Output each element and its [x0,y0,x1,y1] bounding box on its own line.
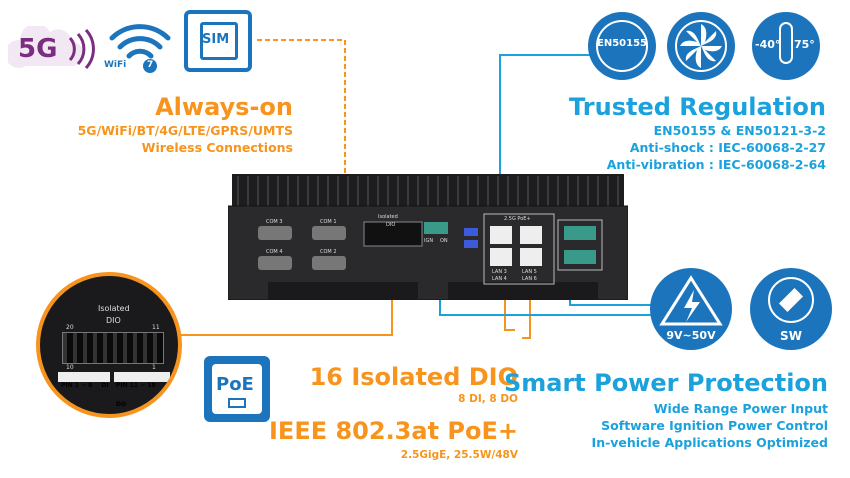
dio-zoom-isolated: Isolated [98,304,130,313]
device-isolated-tag: Isolated [378,214,398,220]
poe-section: IEEE 802.3at PoE+ 2.5GigE, 25.5W/48V [269,418,518,462]
5g-icon [4,23,95,70]
power-title: Smart Power Protection [503,369,828,397]
lightning-icon [659,275,723,326]
5g-badge: 5G [4,23,100,70]
dio-connector [363,221,423,247]
wifi-icon [109,24,171,73]
dio-zoom-dio: DIO [106,316,121,325]
temp-low: -40° [755,38,781,51]
lan-ports [490,226,542,266]
dio-pin-block [62,332,164,364]
sw-text: SW [780,329,802,343]
temperature-badge: -40° 75° [752,12,820,80]
en50155-inner [596,20,648,72]
dio-zoom-num-10: 10 [66,364,74,371]
power-plug-icon [768,277,814,323]
poe-badge-inner [212,364,262,414]
dio-pin-a-tag: DI [101,382,109,389]
regulation-connector-line [499,54,590,186]
dio-zoom: Isolated DIO 20 11 10 1 PIN 1 ~ 8 DI PIN… [36,272,182,418]
ign-connector [424,222,448,234]
poe-badge-text: PoE [216,374,254,395]
wifi-badge: WiFi 7 [104,16,176,76]
dio-pin-a: PIN 1 ~ 8 DI [58,372,110,389]
wireless-line-2: Wireless Connections [141,140,293,155]
ethernet-port-icon [228,398,246,408]
device-dio-tag: DIO [386,222,395,228]
wireless-line-1: 5G/WiFi/BT/4G/LTE/GPRS/UMTS [77,123,293,138]
en50155-badge: EN50155 [588,12,656,80]
wifi-version: 7 [147,60,154,70]
poe-sub: 2.5GigE, 25.5W/48V [400,449,518,461]
wifi-label: WiFi [104,60,127,70]
shock-badge [667,12,735,80]
dio-zoom-num-11: 11 [152,324,160,331]
sim-connector-line [257,39,346,214]
dio-pin-b: PIN 11 ~ 18 DO [114,372,170,408]
power-line-2: Software Ignition Power Control [601,418,828,433]
com3-label: COM 3 [266,219,283,225]
poe-badge: PoE [204,356,270,422]
sim-card-icon [200,22,238,60]
poe-title: IEEE 802.3at PoE+ [269,417,518,445]
sim-label: SIM [202,32,230,47]
ign-label: IGN [424,238,433,244]
poe-tag: 2.5G PoE+ [504,216,531,222]
regulation-line-3: Anti-vibration : IEC-60068-2-64 [606,157,826,172]
embedded-pc-body: COM 3 COM 1 COM 4 COM 2 Isolated DIO IGN… [227,174,629,301]
usb-port-2 [464,240,478,248]
power-line-1: Wide Range Power Input [653,401,828,416]
wireless-title: Always-on [155,93,293,121]
sw-badge: SW [750,268,832,350]
sim-card-badge: SIM [184,10,252,72]
heatsink-fins [232,174,624,210]
regulation-line-1: EN50155 & EN50121-3-2 [653,123,826,138]
dio-zoom-num-20: 20 [66,324,74,331]
embedded-pc: COM 3 COM 1 COM 4 COM 2 Isolated DIO IGN… [227,170,629,301]
dio-pin-a-range: PIN 1 ~ 8 [61,382,93,389]
lan4-label: LAN 4 [492,276,507,282]
dio-section: 16 Isolated DIO 8 DI, 8 DO [310,364,518,406]
regulation-title: Trusted Regulation [569,93,826,121]
dio-title: 16 Isolated DIO [309,363,518,391]
regulation-section: Trusted Regulation EN50155 & EN50121-3-2… [569,94,826,173]
temp-high: 75° [794,38,815,51]
power-line-3: In-vehicle Applications Optimized [591,435,828,450]
com4-label: COM 4 [266,249,283,255]
lan6-label: LAN 6 [522,276,537,282]
dio-zoom-num-1: 1 [152,364,156,371]
lan3-label: LAN 3 [492,269,507,275]
dio-pin-b-tag: DO [116,401,127,408]
dio-sub: 8 DI, 8 DO [458,393,518,405]
thermometer-icon [779,22,793,64]
com-ports [258,226,346,270]
ign-on-label: ON [440,238,448,244]
dio-pin-b-range: PIN 11 ~ 18 [116,382,156,389]
fan-icon [675,20,727,72]
en50155-text: EN50155 [597,38,647,49]
lan5-label: LAN 5 [522,269,537,275]
5g-text: 5G [18,34,58,64]
power-section: Smart Power Protection Wide Range Power … [504,370,828,451]
wireless-section: Always-on 5G/WiFi/BT/4G/LTE/GPRS/UMTS Wi… [78,94,293,156]
com1-label: COM 1 [320,219,337,225]
com2-label: COM 2 [320,249,337,255]
voltage-badge: 9V~50V [650,268,732,350]
voltage-text: 9V~50V [666,329,716,342]
regulation-line-2: Anti-shock : IEC-60068-2-27 [629,140,826,155]
usb-port-1 [464,228,478,236]
power-terminal [557,219,603,271]
